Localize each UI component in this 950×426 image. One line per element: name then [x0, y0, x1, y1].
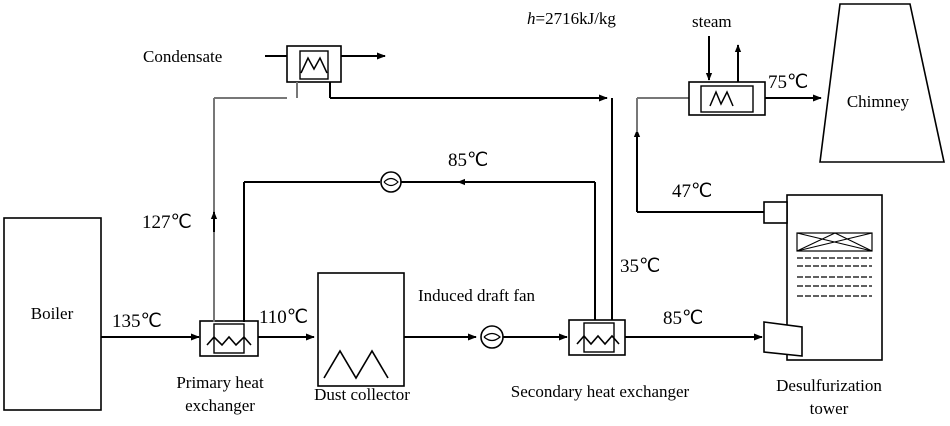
induced-draft-fan-label: Induced draft fan: [418, 286, 536, 305]
steam-label: steam: [692, 12, 732, 31]
temp-secondary-in: 35℃: [620, 256, 660, 277]
temp-tower-out: 47℃: [672, 181, 712, 202]
desulfurization-tower: [763, 194, 883, 361]
temp-boiler-out: 135℃: [112, 311, 162, 332]
dust-collector-label: Dust collector: [314, 385, 410, 404]
temp-hot-water-up: 127℃: [142, 212, 192, 233]
temp-primary-out: 110℃: [259, 307, 308, 328]
chimney-label: Chimney: [847, 92, 910, 111]
condensate-heater: [286, 45, 342, 83]
temp-return-water: 85℃: [448, 150, 488, 171]
steam-reheater: [688, 81, 766, 116]
temp-chimney-in: 75℃: [768, 72, 808, 93]
primary-heat-exchanger: [199, 320, 259, 357]
primary-hx-label-2: exchanger: [185, 396, 255, 415]
desulf-label-1: Desulfurization: [776, 376, 882, 395]
induced-draft-fan: [480, 325, 504, 349]
enthalpy-value: =2716kJ/kg: [536, 9, 617, 28]
temp-to-tower: 85℃: [663, 308, 703, 329]
condensate-label: Condensate: [143, 47, 222, 66]
enthalpy-label: h=2716kJ/kg: [527, 9, 616, 28]
primary-hx-label-1: Primary heat: [176, 373, 264, 392]
boiler-box: [3, 217, 102, 411]
desulf-label-2: tower: [810, 399, 849, 418]
dust-collector: [317, 272, 405, 387]
circulation-pump: [380, 171, 402, 193]
secondary-hx-label: Secondary heat exchanger: [511, 382, 690, 401]
enthalpy-symbol: h: [527, 9, 536, 28]
boiler-label: Boiler: [31, 304, 74, 323]
secondary-heat-exchanger: [568, 319, 626, 356]
chimney: [819, 3, 945, 163]
